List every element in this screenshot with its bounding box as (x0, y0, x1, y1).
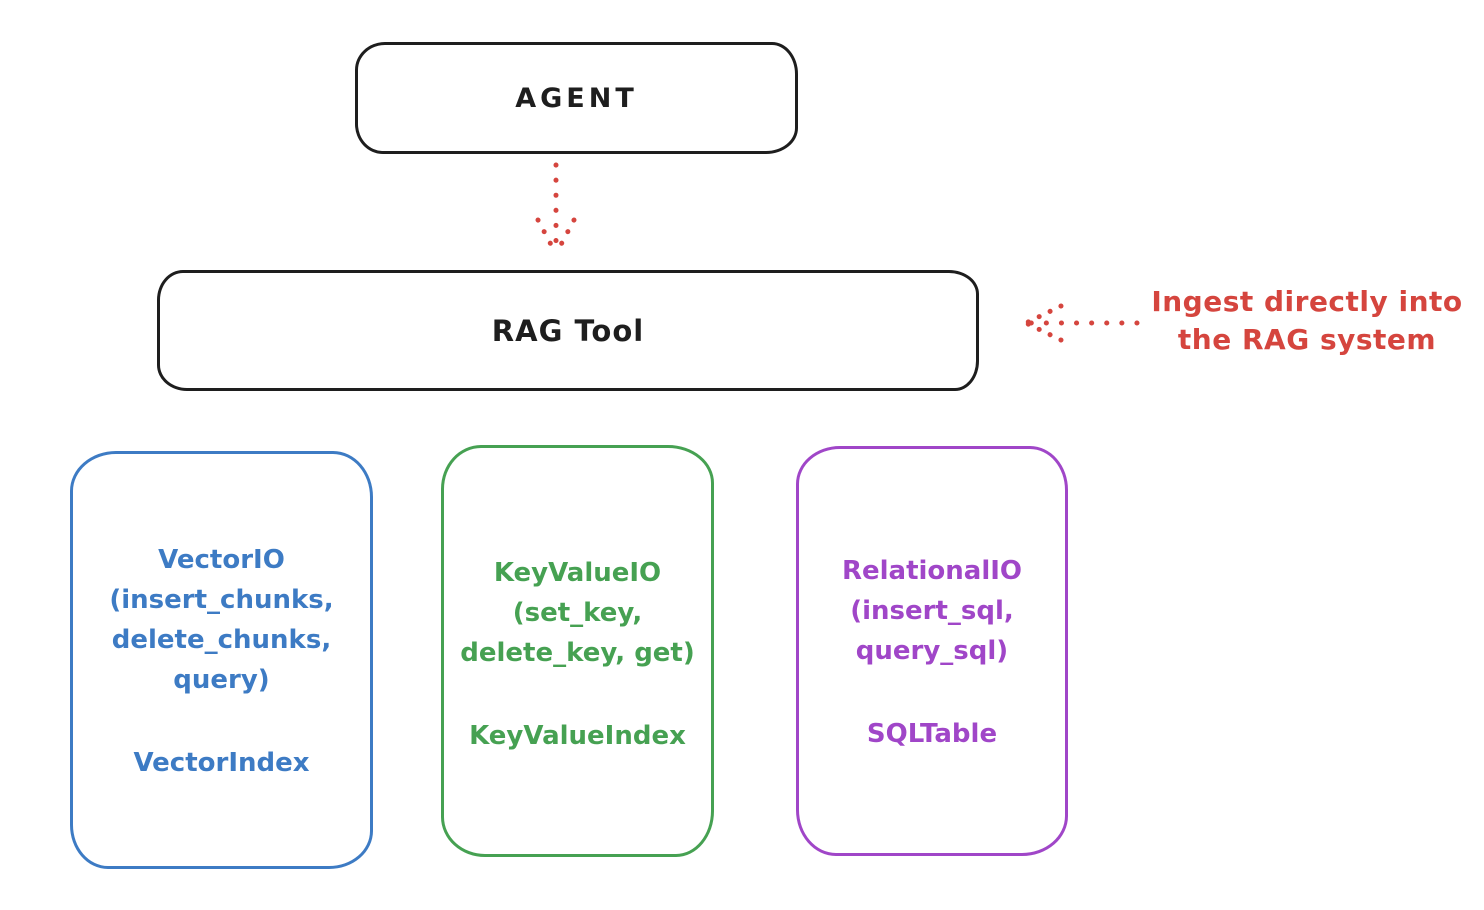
ingest-annotation-line-2: the RAG system (1177, 323, 1437, 356)
relational-io-methods-line-2: query_sql) (855, 636, 1009, 666)
vector-io-index-label: VectorIndex (133, 748, 310, 778)
keyvalue-io-index-label: KeyValueIndex (469, 721, 686, 751)
agent-box-label: AGENT (515, 82, 638, 114)
annotation-to-rag-tool-arrow-icon (1023, 303, 1140, 343)
relational-io-methods-line-1: (insert_sql, (850, 596, 1014, 626)
vector-io-methods-line-1: (insert_chunks, (109, 585, 334, 615)
vector-io-box-text: VectorIO (insert_chunks, delete_chunks, … (73, 540, 370, 700)
keyvalue-io-methods-line-2: delete_key, get) (460, 638, 695, 668)
keyvalue-io-title: KeyValueIO (493, 558, 662, 588)
rag-tool-box: RAG Tool (157, 270, 979, 391)
relational-io-box-text: RelationalIO (insert_sql, query_sql) (799, 551, 1065, 671)
relational-io-box: RelationalIO (insert_sql, query_sql) SQL… (796, 446, 1068, 856)
vector-io-title: VectorIO (158, 545, 285, 575)
ingest-annotation-line-1: Ingest directly into (1151, 285, 1463, 318)
relational-io-index-label: SQLTable (866, 719, 998, 749)
keyvalue-io-box-text: KeyValueIO (set_key, delete_key, get) (444, 553, 711, 673)
vector-io-methods-line-3: query) (173, 665, 270, 695)
ingest-annotation: Ingest directly into the RAG system (1140, 283, 1474, 359)
relational-io-title: RelationalIO (841, 556, 1023, 586)
keyvalue-io-methods-line-1: (set_key, (512, 598, 643, 628)
agent-to-rag-tool-arrow-icon (535, 162, 577, 257)
keyvalue-io-box: KeyValueIO (set_key, delete_key, get) Ke… (441, 445, 714, 857)
agent-box: AGENT (355, 42, 798, 154)
vector-io-box: VectorIO (insert_chunks, delete_chunks, … (70, 451, 373, 869)
vector-io-methods-line-2: delete_chunks, (111, 625, 332, 655)
rag-tool-box-label: RAG Tool (491, 313, 645, 348)
